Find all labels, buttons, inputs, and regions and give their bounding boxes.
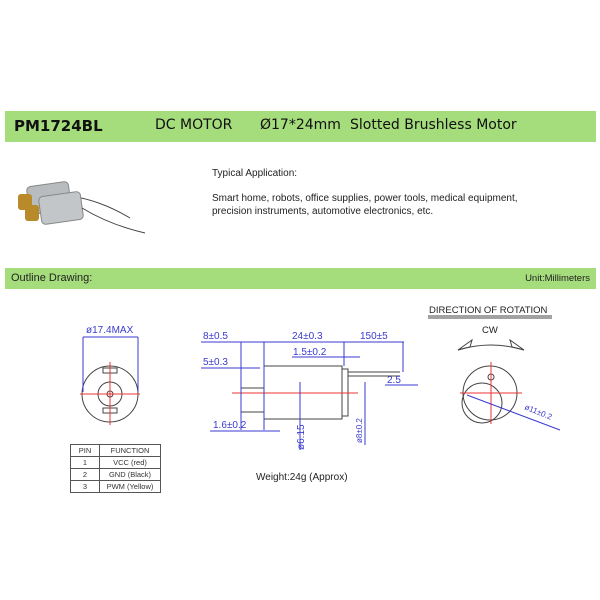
motor-type: DC MOTOR [155, 117, 233, 133]
dim-8: 8±0.5 [203, 331, 228, 342]
rotation-view [460, 362, 561, 431]
motor-description: Slotted Brushless Motor [350, 117, 517, 133]
rotation-title: DIRECTION OF ROTATION [429, 305, 548, 316]
dimension-lines [201, 341, 418, 450]
dim-5: 5±0.3 [203, 357, 228, 368]
application-line-2: precision instruments, automotive electr… [212, 206, 434, 217]
pin-number: 3 [70, 480, 100, 493]
pin-number: 2 [70, 468, 100, 481]
model-number: PM1724BL [14, 117, 103, 135]
rotation-direction: CW [482, 325, 498, 336]
side-view [232, 365, 400, 420]
dim-150: 150±5 [360, 331, 388, 342]
outline-title: Outline Drawing: [11, 272, 93, 284]
unit-label: Unit:Millimeters [525, 273, 590, 284]
weight-label: Weight:24g (Approx) [256, 472, 348, 483]
dim-24: 24±0.3 [292, 331, 323, 342]
title-band: PM1724BL DC MOTOR Ø17*24mm Slotted Brush… [5, 111, 596, 142]
front-view [80, 336, 140, 425]
header-pin: PIN [70, 444, 100, 457]
pin-table-header: PIN FUNCTION [70, 444, 161, 457]
application-title: Typical Application: [212, 168, 298, 179]
motor-size: Ø17*24mm [260, 117, 341, 133]
motor-image-2 [25, 191, 146, 234]
pin-function: GND (Black) [99, 468, 161, 481]
dim-1-5: 1.5±0.2 [293, 347, 327, 358]
pin-function: VCC (red) [99, 456, 161, 469]
dim-6-15: ø6.15 [296, 424, 307, 450]
pin-function: PWM (Yellow) [99, 480, 161, 493]
dim-1-6: 1.6±0.2 [213, 420, 247, 431]
dim-11: ø11±0.2 [523, 403, 553, 422]
dim-8-dia: ø8±0.2 [355, 418, 364, 443]
header-function: FUNCTION [99, 444, 161, 457]
pin-number: 1 [70, 456, 100, 469]
application-line-1: Smart home, robots, office supplies, pow… [212, 193, 518, 204]
diameter-max-label: ø17.4MAX [86, 325, 134, 336]
outline-band: Outline Drawing: Unit:Millimeters [5, 268, 596, 289]
dim-2-5: 2.5 [387, 375, 401, 386]
